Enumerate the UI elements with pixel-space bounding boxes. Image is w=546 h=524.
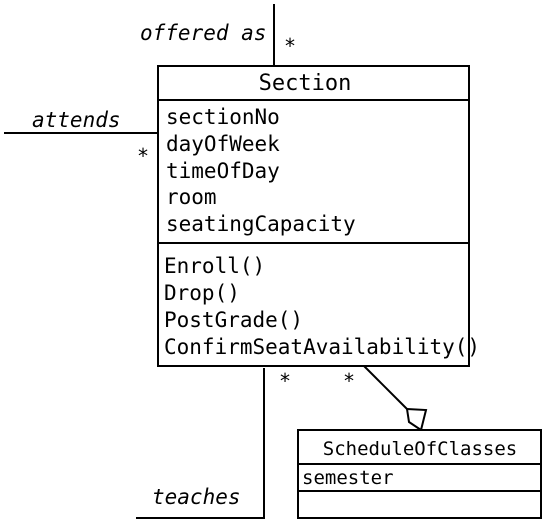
schedule-class-box	[297, 429, 542, 519]
section-operation: PostGrade()	[164, 308, 303, 332]
section-attribute: seatingCapacity	[166, 212, 356, 236]
teaches-multiplicity: *	[279, 369, 291, 393]
teaches-label: teaches	[152, 485, 241, 509]
section-operation: Drop()	[164, 281, 240, 305]
section-attribute: timeOfDay	[166, 159, 280, 183]
aggregation-multiplicity: *	[343, 369, 355, 393]
section-operation: Enroll()	[164, 254, 265, 278]
attends-label: attends	[32, 108, 121, 132]
aggregation-line	[363, 365, 410, 412]
schedule-attribute: semester	[302, 467, 394, 489]
section-operation: ConfirmSeatAvailability()	[164, 335, 480, 359]
offered-as-label: offered as	[140, 21, 266, 45]
schedule-class-name: ScheduleOfClasses	[323, 438, 517, 460]
section-attribute: dayOfWeek	[166, 132, 280, 156]
schedule-of-classes-class: ScheduleOfClasses semester	[297, 429, 542, 519]
offered-as-multiplicity: *	[284, 34, 296, 58]
section-attribute: sectionNo	[166, 105, 280, 129]
attends-multiplicity: *	[137, 144, 149, 168]
aggregation-diamond-icon	[405, 407, 428, 432]
section-class: Section sectionNo dayOfWeek timeOfDay ro…	[157, 65, 480, 367]
section-class-name: Section	[259, 71, 352, 96]
teaches-line	[136, 368, 265, 519]
section-attribute: room	[166, 185, 217, 209]
section-class-box	[157, 65, 470, 367]
